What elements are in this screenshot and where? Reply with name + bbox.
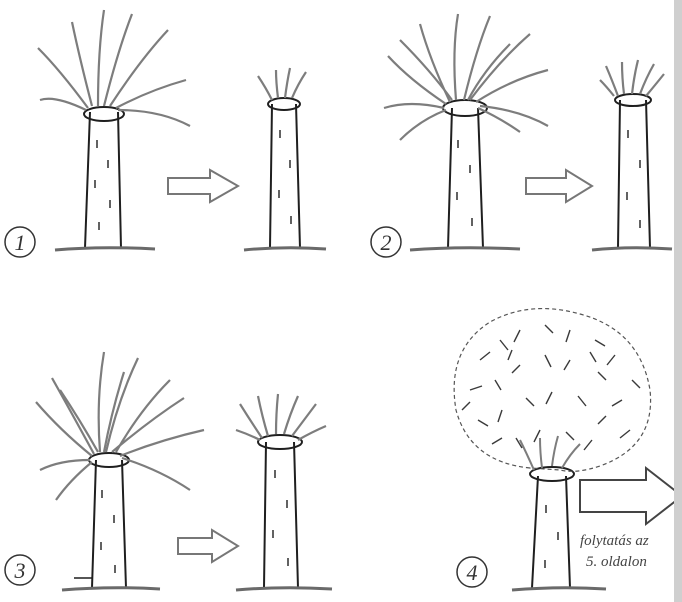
continue-arrow: [580, 468, 682, 524]
continuation-note: folytatás az 5. oldalon: [580, 533, 649, 570]
panel-3: 3: [5, 352, 332, 590]
step-4-number: 4: [467, 560, 478, 585]
tree-2-before: [384, 14, 548, 250]
step-2-badge: 2: [371, 227, 401, 257]
panel-1: 1: [5, 10, 326, 257]
step-4-badge: 4: [457, 557, 487, 587]
panel-2: 2: [371, 14, 672, 257]
continuation-line-2: 5. oldalon: [586, 554, 647, 570]
tree-1-after: [244, 68, 326, 250]
scan-edge: [674, 0, 682, 602]
continuation-line-1: folytatás az: [580, 533, 649, 549]
tree-3-after: [236, 394, 332, 590]
tree-1-before: [38, 10, 190, 250]
tree-2-after: [592, 60, 672, 250]
arrow-1: [168, 170, 238, 202]
arrow-3: [178, 530, 238, 562]
step-1-number: 1: [15, 230, 26, 255]
step-1-badge: 1: [5, 227, 35, 257]
panel-4: folytatás az 5. oldalon 4: [454, 309, 682, 590]
step-3-badge: 3: [5, 555, 35, 585]
arrow-2: [526, 170, 592, 202]
step-3-number: 3: [14, 558, 26, 583]
step-2-number: 2: [381, 230, 392, 255]
